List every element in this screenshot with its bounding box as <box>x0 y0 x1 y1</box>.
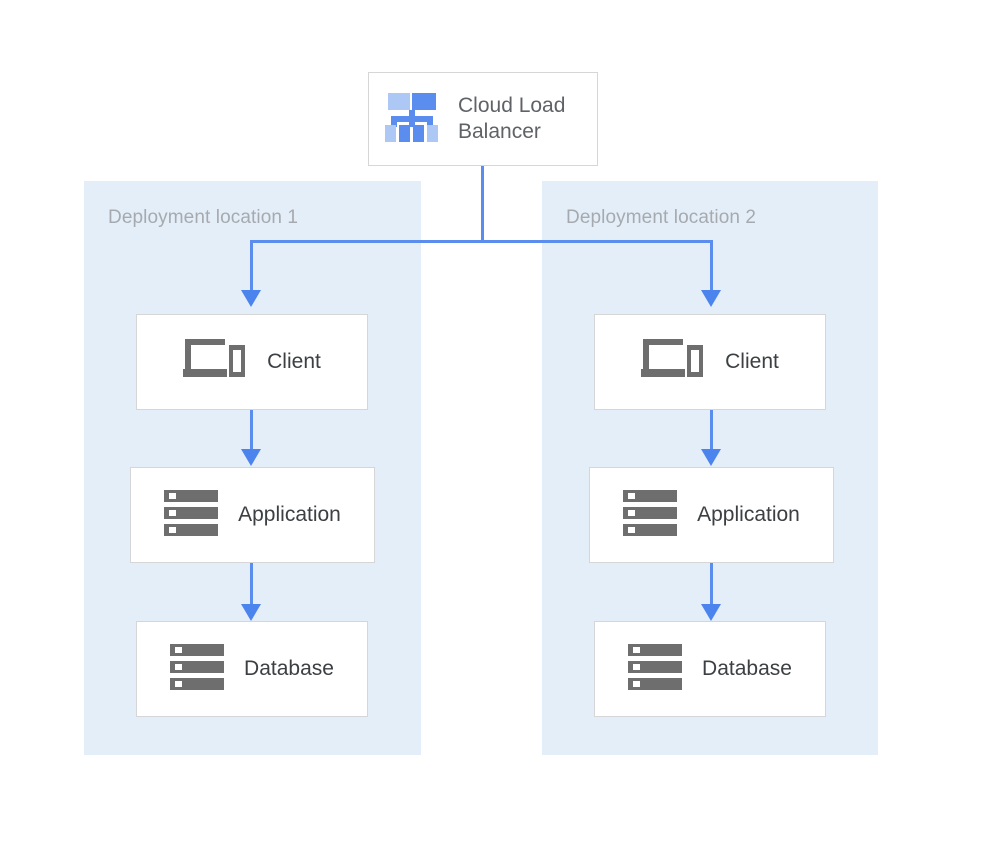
node-database-1-label: Database <box>244 657 334 680</box>
server-rack-icon <box>623 489 678 542</box>
connector-application-1-to-database-1 <box>250 563 253 607</box>
connector-split-bar <box>250 240 713 243</box>
client-devices-icon <box>183 337 246 388</box>
node-client-2[interactable]: Client <box>594 314 826 410</box>
node-database-1[interactable]: Database <box>136 621 368 717</box>
node-cloud-load-balancer-label: Cloud Load Balancer <box>458 93 566 143</box>
deployment-zone-2-label: Deployment location 2 <box>566 207 757 228</box>
connector-client-1-to-application-1 <box>250 410 253 452</box>
node-cloud-load-balancer[interactable]: Cloud Load Balancer <box>368 72 598 166</box>
server-rack-icon <box>164 489 219 542</box>
cloud-load-balancer-icon <box>384 91 440 148</box>
arrow-head-to-database-2 <box>701 604 721 621</box>
node-database-2[interactable]: Database <box>594 621 826 717</box>
connector-branch-left <box>250 240 253 292</box>
client-devices-icon <box>641 337 704 388</box>
connector-branch-right <box>710 240 713 292</box>
arrow-head-to-application-1 <box>241 449 261 466</box>
arrow-head-to-client-2 <box>701 290 721 307</box>
arrow-head-to-application-2 <box>701 449 721 466</box>
node-application-1-label: Application <box>238 503 341 526</box>
arrow-head-to-database-1 <box>241 604 261 621</box>
node-client-1-label: Client <box>267 350 321 373</box>
node-application-2-label: Application <box>697 503 800 526</box>
connector-application-2-to-database-2 <box>710 563 713 607</box>
node-client-2-label: Client <box>725 350 779 373</box>
connector-client-2-to-application-2 <box>710 410 713 452</box>
deployment-zone-1-label: Deployment location 1 <box>108 207 299 228</box>
arrow-head-to-client-1 <box>241 290 261 307</box>
connector-lb-stem <box>481 165 484 243</box>
server-rack-icon <box>628 643 683 696</box>
node-database-2-label: Database <box>702 657 792 680</box>
server-rack-icon <box>170 643 225 696</box>
node-application-2[interactable]: Application <box>589 467 834 563</box>
node-client-1[interactable]: Client <box>136 314 368 410</box>
node-application-1[interactable]: Application <box>130 467 375 563</box>
